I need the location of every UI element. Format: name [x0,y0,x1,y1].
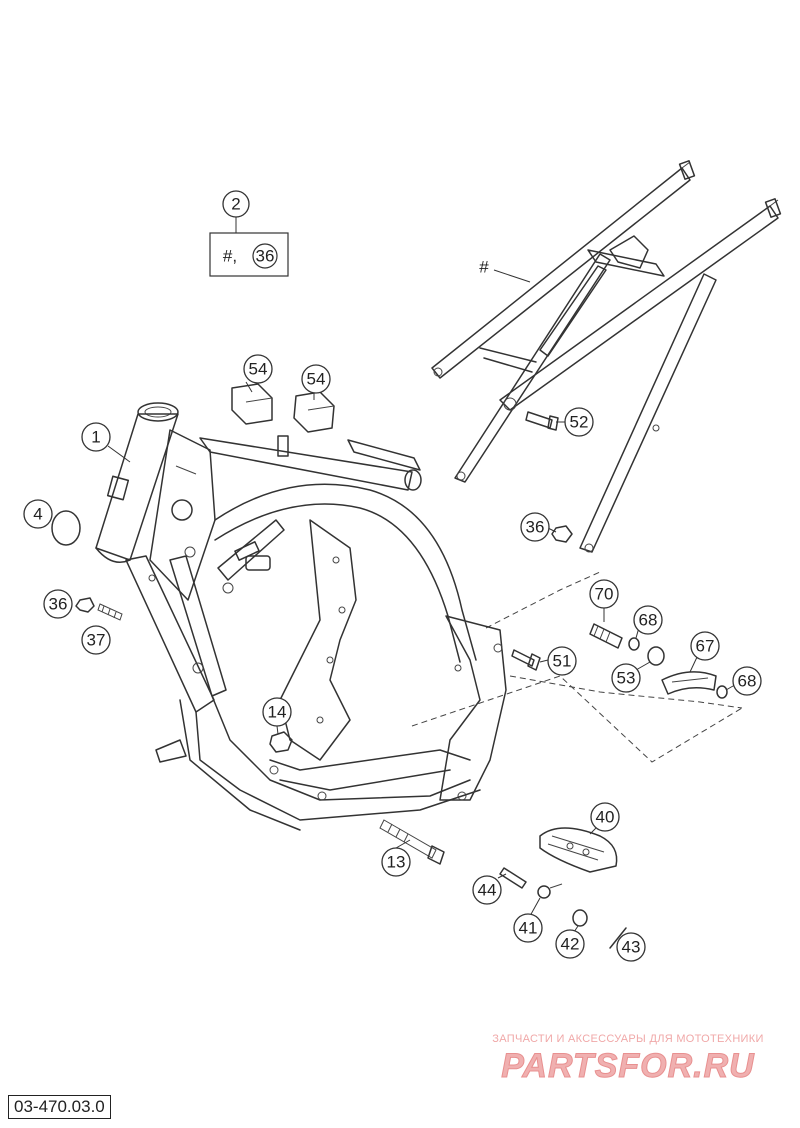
callout-label: 44 [478,881,497,900]
callout-label: 40 [596,808,615,827]
callout-c43[interactable]: 43 [616,932,646,962]
callout-c51[interactable]: 51 [547,646,577,676]
watermark-logo: PARTSFOR.RU [501,1047,755,1086]
callout-label: 14 [268,703,287,722]
bolt-37 [97,603,123,621]
callout-c37[interactable]: 37 [81,625,111,655]
callout-label: 42 [561,935,580,954]
callout-label: 1 [91,428,100,447]
callout-c41[interactable]: 41 [513,913,543,943]
group-box-contents: #, [223,247,237,266]
cotter-pin-43 [609,927,627,949]
pin-44 [499,867,527,889]
washer-68-a [628,637,640,651]
callout-label: 43 [622,938,641,957]
nut-14 [269,731,293,753]
callout-c54b[interactable]: 54 [301,364,331,394]
callout-c36a[interactable]: 36 [43,589,73,619]
callout-c42[interactable]: 42 [555,929,585,959]
callout-label: 41 [519,919,538,938]
o-ring-4 [51,510,81,546]
callout-c70[interactable]: 70 [589,579,619,609]
rear-subframe: # [431,160,782,553]
callout-label: 70 [595,585,614,604]
callout-label: 4 [33,505,42,524]
callout-c67[interactable]: 67 [690,631,720,661]
callout-c68b[interactable]: 68 [732,666,762,696]
main-frame [95,402,507,831]
bolt-13 [379,819,445,865]
callout-c54a[interactable]: 54 [243,354,273,384]
callout-c14[interactable]: 14 [262,697,292,727]
callout-c13[interactable]: 13 [381,847,411,877]
callout-c40[interactable]: 40 [590,802,620,832]
diagram-code: 03-470.03.0 [8,1095,111,1119]
callout-c1[interactable]: 1 [81,422,111,452]
callout-label: 52 [570,413,589,432]
callout-c68a[interactable]: 68 [633,605,663,635]
callout-label: 54 [307,370,326,389]
callout-label: 51 [553,652,572,671]
group-box: 2 #, 36 [209,190,289,277]
callout-label: 36 [526,518,545,537]
washer-68-b [716,685,728,699]
bracket-67 [661,671,717,695]
footpeg-40 [539,827,618,873]
callout-label: 53 [617,669,636,688]
callout-c44[interactable]: 44 [472,875,502,905]
callout-label: 67 [696,637,715,656]
callout-label: 36 [49,595,68,614]
callout-label-2: 2 [231,195,240,214]
callout-label: 68 [639,611,658,630]
group-box-ref-label: 36 [256,247,275,266]
group-box-frame [209,232,289,277]
callout-c52[interactable]: 52 [564,407,594,437]
callout-label: 13 [387,853,406,872]
group-box-ref-bubble [252,243,278,269]
callout-c36b[interactable]: 36 [520,512,550,542]
callout-c4[interactable]: 4 [23,499,53,529]
callout-label: 54 [249,360,268,379]
nut-36-right [551,525,573,543]
watermark: ЗАПЧАСТИ И АКСЕССУАРЫ ДЛЯ МОТОТЕХНИКИ PA… [468,1033,788,1086]
bush-53 [647,646,665,666]
callout-label: 68 [738,672,757,691]
nut-36-left [75,597,95,613]
callout-c53[interactable]: 53 [611,663,641,693]
washer-42 [572,909,588,927]
watermark-tagline: ЗАПЧАСТИ И АКСЕССУАРЫ ДЛЯ МОТОТЕХНИКИ [492,1033,764,1045]
bolt-51 [511,649,541,671]
leader-lines [107,381,741,944]
subframe-marker: # [479,258,489,277]
callout-label: 37 [87,631,106,650]
spring-70 [589,623,623,649]
spring-41 [537,883,563,899]
bolt-52 [525,411,559,431]
